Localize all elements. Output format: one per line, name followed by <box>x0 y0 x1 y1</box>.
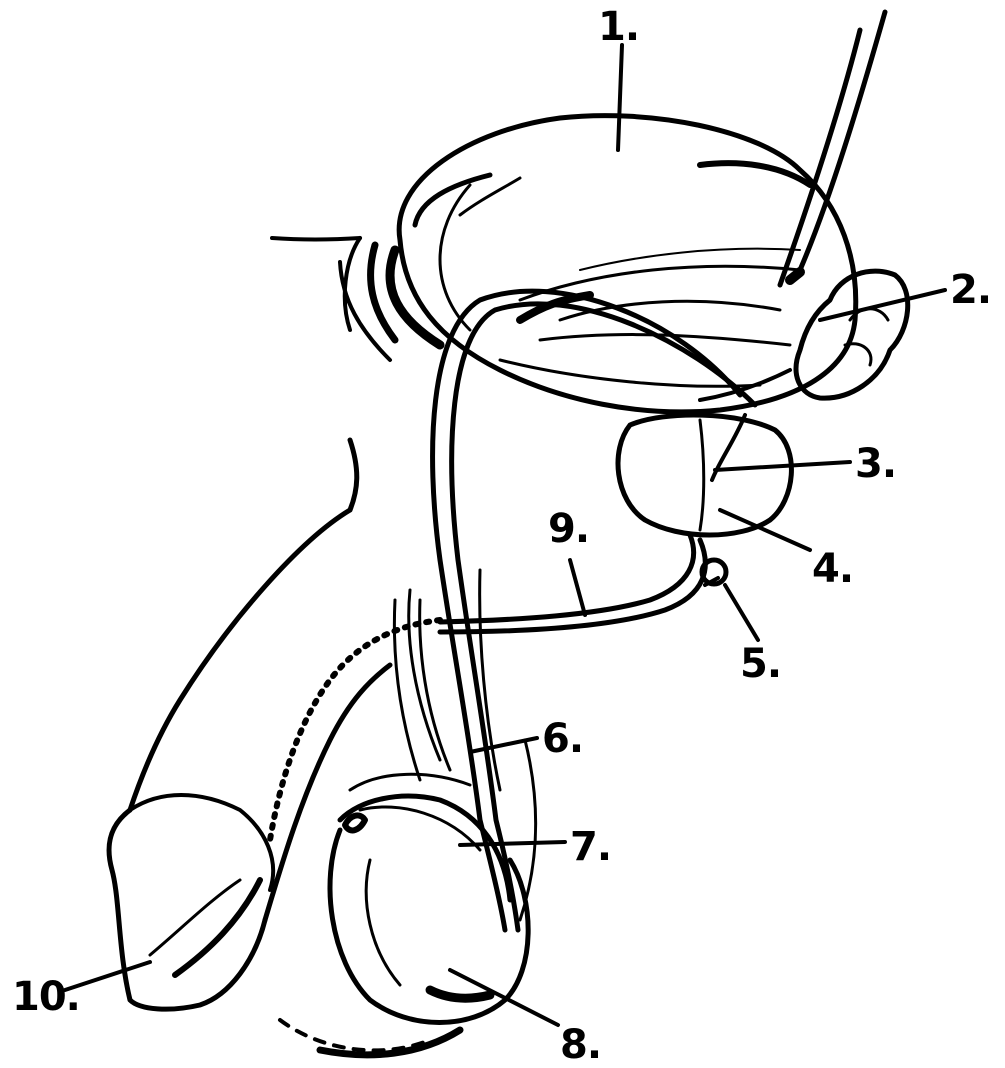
ureter <box>780 12 885 285</box>
label-1: 1. <box>598 4 639 50</box>
label-9: 9. <box>548 506 589 552</box>
leader-line-4 <box>720 510 810 550</box>
leader-line-3 <box>715 462 850 470</box>
label-7: 7. <box>570 824 611 870</box>
leader-line-7 <box>460 842 565 845</box>
penis <box>109 440 390 1009</box>
leader-line-1 <box>618 45 622 150</box>
label-10: 10. <box>12 974 80 1020</box>
pelvic-lines <box>272 238 395 360</box>
label-2: 2. <box>950 267 991 313</box>
label-8: 8. <box>560 1022 601 1068</box>
leader-line-5 <box>725 585 758 640</box>
label-6: 6. <box>542 716 583 762</box>
leader-line-9 <box>570 560 585 615</box>
prostate <box>618 415 791 535</box>
leader-line-2 <box>820 290 945 320</box>
label-3: 3. <box>855 441 896 487</box>
label-4: 4. <box>812 546 853 592</box>
label-5: 5. <box>740 641 781 687</box>
